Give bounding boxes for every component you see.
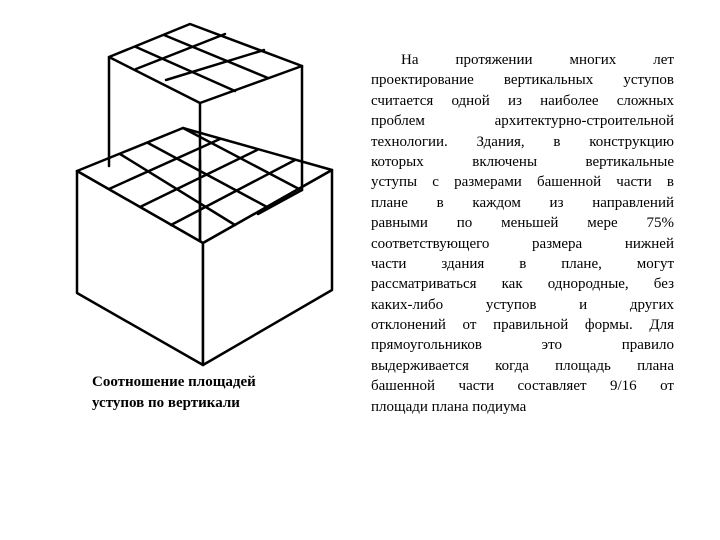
body-line: выдерживается когда площадь плана — [371, 357, 674, 374]
body-line: проблем архитектурно-строительной — [371, 113, 674, 130]
body-line: соответствующего размера нижней — [371, 235, 674, 252]
body-paragraph: На протяжении многих лет проектирование … — [371, 50, 674, 417]
podium-right-face — [201, 168, 334, 367]
caption-line: уступов по вертикали — [92, 395, 240, 411]
body-line: отклонений от правильной формы. Для — [371, 317, 674, 334]
body-line: части здания в плане, могут — [371, 255, 674, 272]
tower-block — [107, 22, 304, 242]
body-line: технологии. Здания, в конструкцию — [371, 133, 674, 150]
body-line: плане в каждом из направлений — [371, 194, 674, 211]
caption-line: Соотношение площадей — [92, 374, 256, 390]
body-line: равными по меньшей мере 75% — [371, 215, 674, 232]
body-line: уступы с размерами башенной части в — [371, 174, 674, 191]
body-line: проектирование вертикальных уступов — [371, 72, 674, 89]
body-line: считается одной из наиболее сложных — [371, 92, 674, 109]
body-line: На протяжении многих лет — [401, 52, 674, 68]
body-line: площади плана подиума — [371, 398, 527, 415]
figure-caption: Соотношение площадей уступов по вертикал… — [92, 372, 322, 414]
body-line: башенной части составляет 9/16 от — [371, 378, 674, 395]
body-line: каких-либо уступов и других — [371, 296, 674, 313]
tower-bottom-right — [256, 188, 304, 216]
body-line: прямоугольников это правило — [371, 337, 674, 354]
tower-top-grid — [107, 22, 304, 105]
body-line: рассматриваться как однородные, без — [371, 276, 674, 293]
podium-block — [75, 126, 334, 367]
body-line: которых включены вертикальные — [371, 153, 674, 170]
